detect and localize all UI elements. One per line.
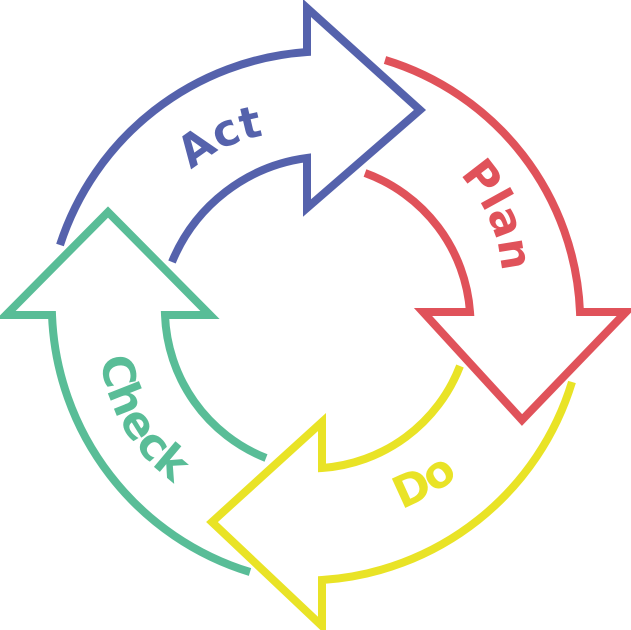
act-label: Act	[168, 96, 266, 178]
do-arrow	[206, 364, 576, 630]
check-arrow	[0, 206, 268, 576]
act-arrow	[56, 0, 427, 264]
do-label: Do	[385, 444, 466, 520]
plan-arrow	[363, 56, 631, 426]
